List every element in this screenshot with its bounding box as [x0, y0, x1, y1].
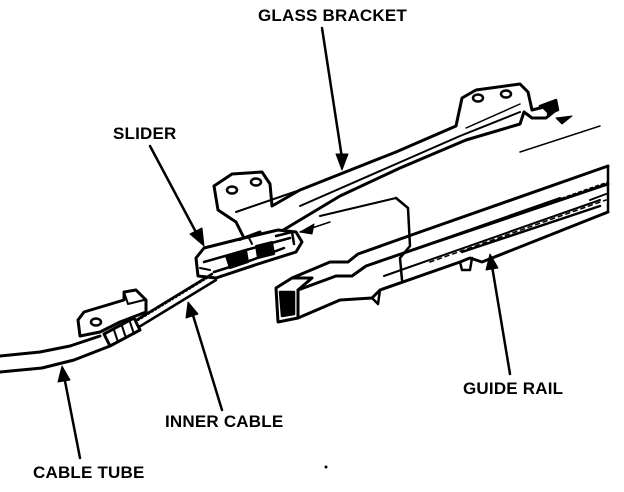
stray-dot — [324, 465, 328, 469]
inner-cable-label: INNER CABLE — [165, 412, 284, 431]
guide-rail-label: GUIDE RAIL — [463, 379, 564, 398]
slider-label: SLIDER — [113, 124, 177, 143]
glass-bracket-label: GLASS BRACKET — [258, 6, 407, 25]
cable-tube-label: CABLE TUBE — [33, 463, 145, 482]
guide-rail-part — [274, 164, 610, 324]
leader-lines — [57, 26, 512, 460]
cable-tube-part — [0, 288, 148, 374]
slider-part — [194, 228, 304, 280]
inner-cable-part — [128, 272, 218, 332]
glass-bracket-part — [212, 82, 601, 282]
